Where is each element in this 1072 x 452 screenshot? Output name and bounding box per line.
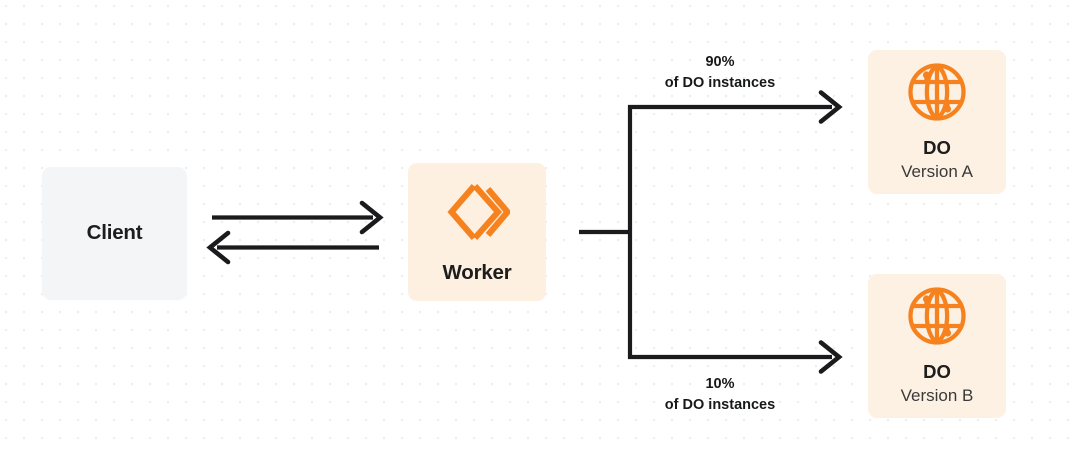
- globe-icon: [906, 61, 968, 123]
- node-worker[interactable]: Worker: [408, 163, 546, 301]
- branch-connector: [579, 105, 633, 359]
- node-client-label: Client: [86, 221, 143, 245]
- edge-label-do-a: 90% of DO instances: [612, 52, 828, 94]
- edge-label-do-b-caption: of DO instances: [664, 397, 776, 414]
- arrow-worker-to-do-b: [628, 340, 843, 374]
- edge-label-do-b-percent: 10%: [705, 376, 735, 392]
- globe-icon: [906, 285, 968, 347]
- arrow-worker-to-client: [206, 230, 379, 265]
- node-do-version-a[interactable]: DO Version A: [868, 50, 1006, 194]
- node-do-a-version: Version A: [901, 161, 973, 181]
- node-do-a-label: DO: [923, 137, 951, 159]
- node-do-b-label: DO: [923, 361, 951, 383]
- node-client[interactable]: Client: [42, 167, 187, 300]
- node-do-b-version: Version B: [900, 385, 974, 405]
- edge-label-do-a-percent: 90%: [705, 54, 735, 70]
- node-do-version-b[interactable]: DO Version B: [868, 274, 1006, 418]
- arrow-worker-to-do-a: [628, 90, 843, 124]
- edge-label-do-a-caption: of DO instances: [664, 75, 776, 92]
- cloudflare-workers-icon: [444, 179, 512, 245]
- node-worker-label: Worker: [442, 260, 512, 284]
- edge-label-do-b: 10% of DO instances: [612, 374, 828, 416]
- arrow-client-to-worker: [212, 200, 384, 235]
